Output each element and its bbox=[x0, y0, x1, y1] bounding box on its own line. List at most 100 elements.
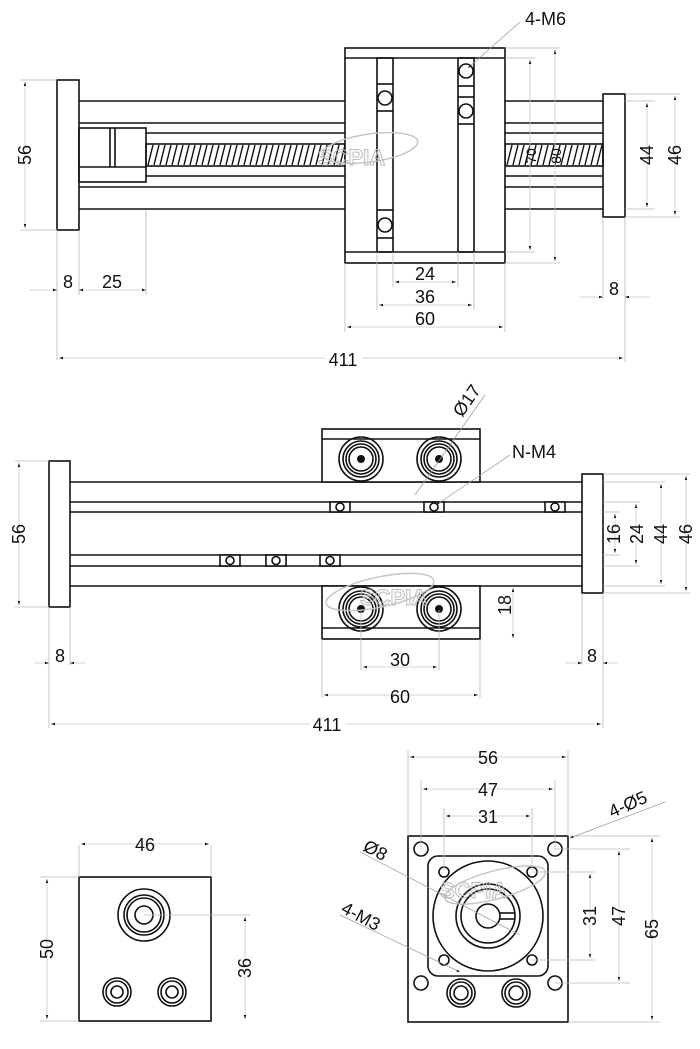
left-end-plate bbox=[48, 460, 71, 608]
watermark: SCPIA bbox=[440, 865, 547, 905]
dim-side-18: 18 bbox=[495, 595, 515, 615]
dim-top-36: 36 bbox=[415, 287, 435, 307]
screw-thread bbox=[171, 144, 178, 166]
right-end-plate bbox=[581, 473, 604, 594]
dim-top-height-56: 56 bbox=[15, 145, 35, 165]
svg-text:SCPIA: SCPIA bbox=[360, 585, 427, 610]
nut-block bbox=[544, 501, 566, 513]
dim-top-80: 80 bbox=[548, 148, 564, 164]
callout-diameter-17: Ø17 bbox=[449, 381, 485, 420]
dim-flange-47: 47 bbox=[478, 780, 498, 800]
screw-thread bbox=[177, 144, 184, 166]
screw-thread bbox=[147, 144, 154, 166]
right-end-plate bbox=[602, 93, 626, 218]
nut-block bbox=[319, 554, 341, 567]
screw-thread bbox=[291, 144, 298, 166]
dim-flange-56: 56 bbox=[478, 748, 498, 768]
end-view-bearing: 46 50 36 bbox=[37, 835, 255, 1022]
dim-top-24: 24 bbox=[415, 264, 435, 284]
svg-text:SCPIA: SCPIA bbox=[318, 145, 385, 170]
screw-thread bbox=[201, 144, 208, 166]
dim-top-8-right: 8 bbox=[609, 279, 619, 299]
watermark: SCPIA bbox=[325, 572, 435, 612]
callout-diameter-8: Ø8 bbox=[360, 836, 391, 865]
carriage bbox=[344, 47, 506, 264]
nut-block bbox=[219, 554, 241, 567]
callout-n-m4: N-M4 bbox=[512, 442, 556, 462]
motor-boss bbox=[432, 860, 544, 972]
ball-screw-left bbox=[145, 143, 346, 167]
screw-thread bbox=[219, 144, 226, 166]
screw-thread bbox=[506, 144, 513, 166]
screw-thread bbox=[285, 144, 292, 166]
screw-thread bbox=[189, 144, 196, 166]
screw-thread bbox=[578, 144, 585, 166]
dim-top-60: 60 bbox=[415, 309, 435, 329]
dim-side-8-right: 8 bbox=[587, 646, 597, 666]
screw-thread bbox=[267, 144, 274, 166]
dim-flange-height-65: 65 bbox=[642, 919, 662, 939]
mount-hole bbox=[413, 975, 429, 991]
dim-side-44: 44 bbox=[651, 524, 671, 544]
dim-flange-height-31: 31 bbox=[580, 906, 600, 926]
screw-thread bbox=[279, 144, 286, 166]
callout-4-m6: 4-M6 bbox=[525, 9, 566, 29]
screw-thread bbox=[590, 144, 597, 166]
screw-thread bbox=[339, 144, 346, 166]
dim-flange-31: 31 bbox=[478, 807, 498, 827]
nut-block bbox=[423, 501, 445, 513]
screw-thread bbox=[249, 144, 256, 166]
screw-thread bbox=[542, 144, 549, 166]
screw-thread bbox=[153, 144, 160, 166]
left-end-plate bbox=[56, 79, 80, 231]
hole bbox=[102, 977, 132, 1007]
screw-thread bbox=[327, 144, 334, 166]
dim-side-16: 16 bbox=[604, 524, 624, 544]
dim-side-60: 60 bbox=[390, 687, 410, 707]
screw-thread bbox=[195, 144, 202, 166]
dim-top-25: 25 bbox=[102, 272, 122, 292]
dim-side-46: 46 bbox=[676, 524, 696, 544]
screw-thread bbox=[165, 144, 172, 166]
dim-top-44: 44 bbox=[637, 145, 657, 165]
screw-thread bbox=[159, 144, 166, 166]
screw-thread bbox=[273, 144, 280, 166]
screw-thread bbox=[213, 144, 220, 166]
dim-flange-height-47: 47 bbox=[609, 906, 629, 926]
dim-top-46: 46 bbox=[665, 145, 685, 165]
screw-thread bbox=[225, 144, 232, 166]
mount-hole bbox=[377, 90, 393, 106]
svg-text:SCPIA: SCPIA bbox=[440, 878, 507, 903]
screw-thread bbox=[237, 144, 244, 166]
roller-wheel bbox=[416, 436, 462, 482]
dim-side-30: 30 bbox=[390, 650, 410, 670]
callout-4-diameter-5: 4-Ø5 bbox=[605, 787, 650, 822]
nut-block bbox=[329, 501, 351, 513]
screw-thread bbox=[207, 144, 214, 166]
end-view-motor-flange: SCPIA 56 47 31 31 47 65 4-Ø5 Ø8 4-M3 bbox=[338, 748, 666, 1023]
screw-thread bbox=[548, 144, 555, 166]
hole bbox=[446, 978, 476, 1008]
callout-4-m3: 4-M3 bbox=[338, 898, 384, 935]
top-view: SCPIA 56 8 25 411 24 36 60 bbox=[15, 9, 685, 370]
dim-end-46: 46 bbox=[135, 835, 155, 855]
hole bbox=[157, 977, 187, 1007]
dim-top-8-left: 8 bbox=[63, 272, 73, 292]
roller-wheel bbox=[338, 436, 384, 482]
screw-thread bbox=[243, 144, 250, 166]
side-view: SCPIA 56 8 30 60 411 8 18 bbox=[9, 381, 696, 735]
screw-thread bbox=[261, 144, 268, 166]
dim-side-height-56: 56 bbox=[9, 524, 29, 544]
screw-thread bbox=[303, 144, 310, 166]
motor-screw-hole bbox=[438, 954, 450, 966]
dim-top-411: 411 bbox=[329, 350, 358, 370]
nut-blocks bbox=[219, 501, 566, 567]
screw-thread bbox=[255, 144, 262, 166]
screw-thread bbox=[596, 144, 603, 166]
screw-thread bbox=[231, 144, 238, 166]
screw-thread bbox=[530, 144, 537, 166]
watermark: SCPIA bbox=[318, 131, 419, 171]
hole bbox=[501, 978, 531, 1008]
screw-thread bbox=[572, 144, 579, 166]
